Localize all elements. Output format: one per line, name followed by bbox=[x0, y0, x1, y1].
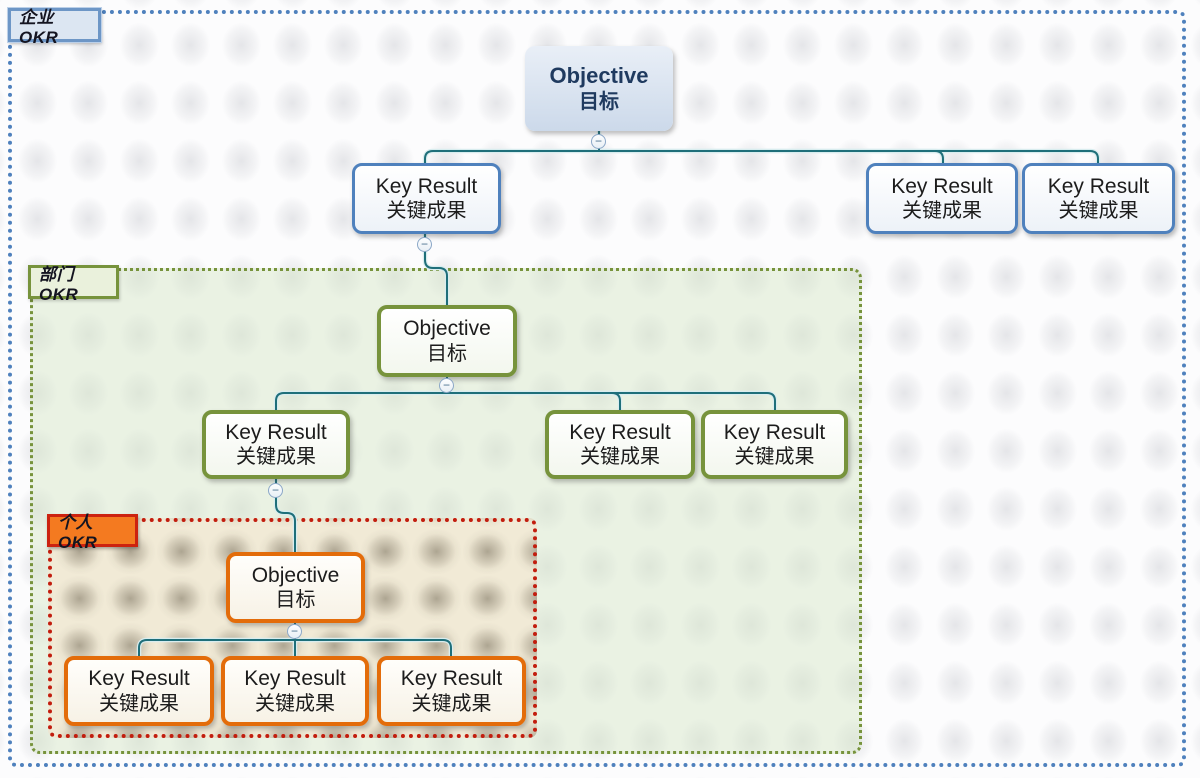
node-title-zh: 目标 bbox=[427, 342, 467, 365]
node-title-en: Objective bbox=[403, 317, 491, 340]
node-enterprise-key-result-3[interactable]: Key Result 关键成果 bbox=[1022, 163, 1175, 234]
node-personal-key-result-2[interactable]: Key Result 关键成果 bbox=[221, 656, 369, 726]
node-title-zh: 目标 bbox=[275, 589, 316, 612]
node-enterprise-key-result-2[interactable]: Key Result 关键成果 bbox=[866, 163, 1018, 234]
department-okr-zone-label: 部门OKR bbox=[28, 265, 119, 304]
node-personal-key-result-1[interactable]: Key Result 关键成果 bbox=[64, 656, 214, 726]
node-title-zh: 关键成果 bbox=[236, 446, 316, 469]
node-department-key-result-2[interactable]: Key Result 关键成果 bbox=[545, 410, 695, 479]
enterprise-okr-zone-label: 企业OKR bbox=[8, 8, 101, 47]
node-title-en: Key Result bbox=[400, 667, 503, 690]
node-personal-objective[interactable]: Objective 目标 bbox=[226, 552, 365, 623]
node-title-en: Key Result bbox=[225, 420, 327, 444]
enterprise-okr-zone bbox=[8, 10, 1186, 767]
node-title-zh: 关键成果 bbox=[386, 200, 467, 223]
node-enterprise-objective[interactable]: Objective 目标 bbox=[525, 46, 673, 131]
node-title-en: Key Result bbox=[569, 420, 671, 444]
collapse-toggle-icon[interactable]: − bbox=[417, 237, 432, 252]
node-department-objective[interactable]: Objective 目标 bbox=[377, 305, 517, 377]
personal-okr-zone-label: 个人OKR bbox=[47, 513, 138, 552]
node-title-zh: 关键成果 bbox=[902, 200, 982, 223]
node-title-zh: 目标 bbox=[579, 90, 619, 113]
node-title-en: Key Result bbox=[1047, 174, 1150, 198]
collapse-toggle-icon[interactable]: − bbox=[268, 483, 283, 498]
node-title-en: Key Result bbox=[88, 667, 190, 690]
node-title-zh: 关键成果 bbox=[99, 692, 179, 715]
node-title-zh: 关键成果 bbox=[734, 446, 815, 469]
node-title-zh: 关键成果 bbox=[411, 692, 492, 715]
node-title-zh: 关键成果 bbox=[580, 446, 660, 469]
node-title-en: Key Result bbox=[723, 420, 826, 444]
collapse-toggle-icon[interactable]: − bbox=[287, 624, 302, 639]
node-department-key-result-1[interactable]: Key Result 关键成果 bbox=[202, 410, 350, 479]
collapse-toggle-icon[interactable]: − bbox=[591, 134, 606, 149]
node-title-zh: 关键成果 bbox=[1058, 200, 1139, 223]
node-personal-key-result-3[interactable]: Key Result 关键成果 bbox=[377, 656, 526, 726]
node-department-key-result-3[interactable]: Key Result 关键成果 bbox=[701, 410, 848, 479]
node-enterprise-key-result-1[interactable]: Key Result 关键成果 bbox=[352, 163, 501, 234]
collapse-toggle-icon[interactable]: − bbox=[439, 378, 454, 393]
node-title-en: Objective bbox=[251, 563, 340, 587]
node-title-en: Key Result bbox=[375, 174, 478, 198]
node-title-en: Objective bbox=[549, 62, 649, 88]
node-title-zh: 关键成果 bbox=[255, 692, 335, 715]
node-title-en: Key Result bbox=[244, 667, 346, 690]
node-title-en: Key Result bbox=[891, 174, 993, 198]
